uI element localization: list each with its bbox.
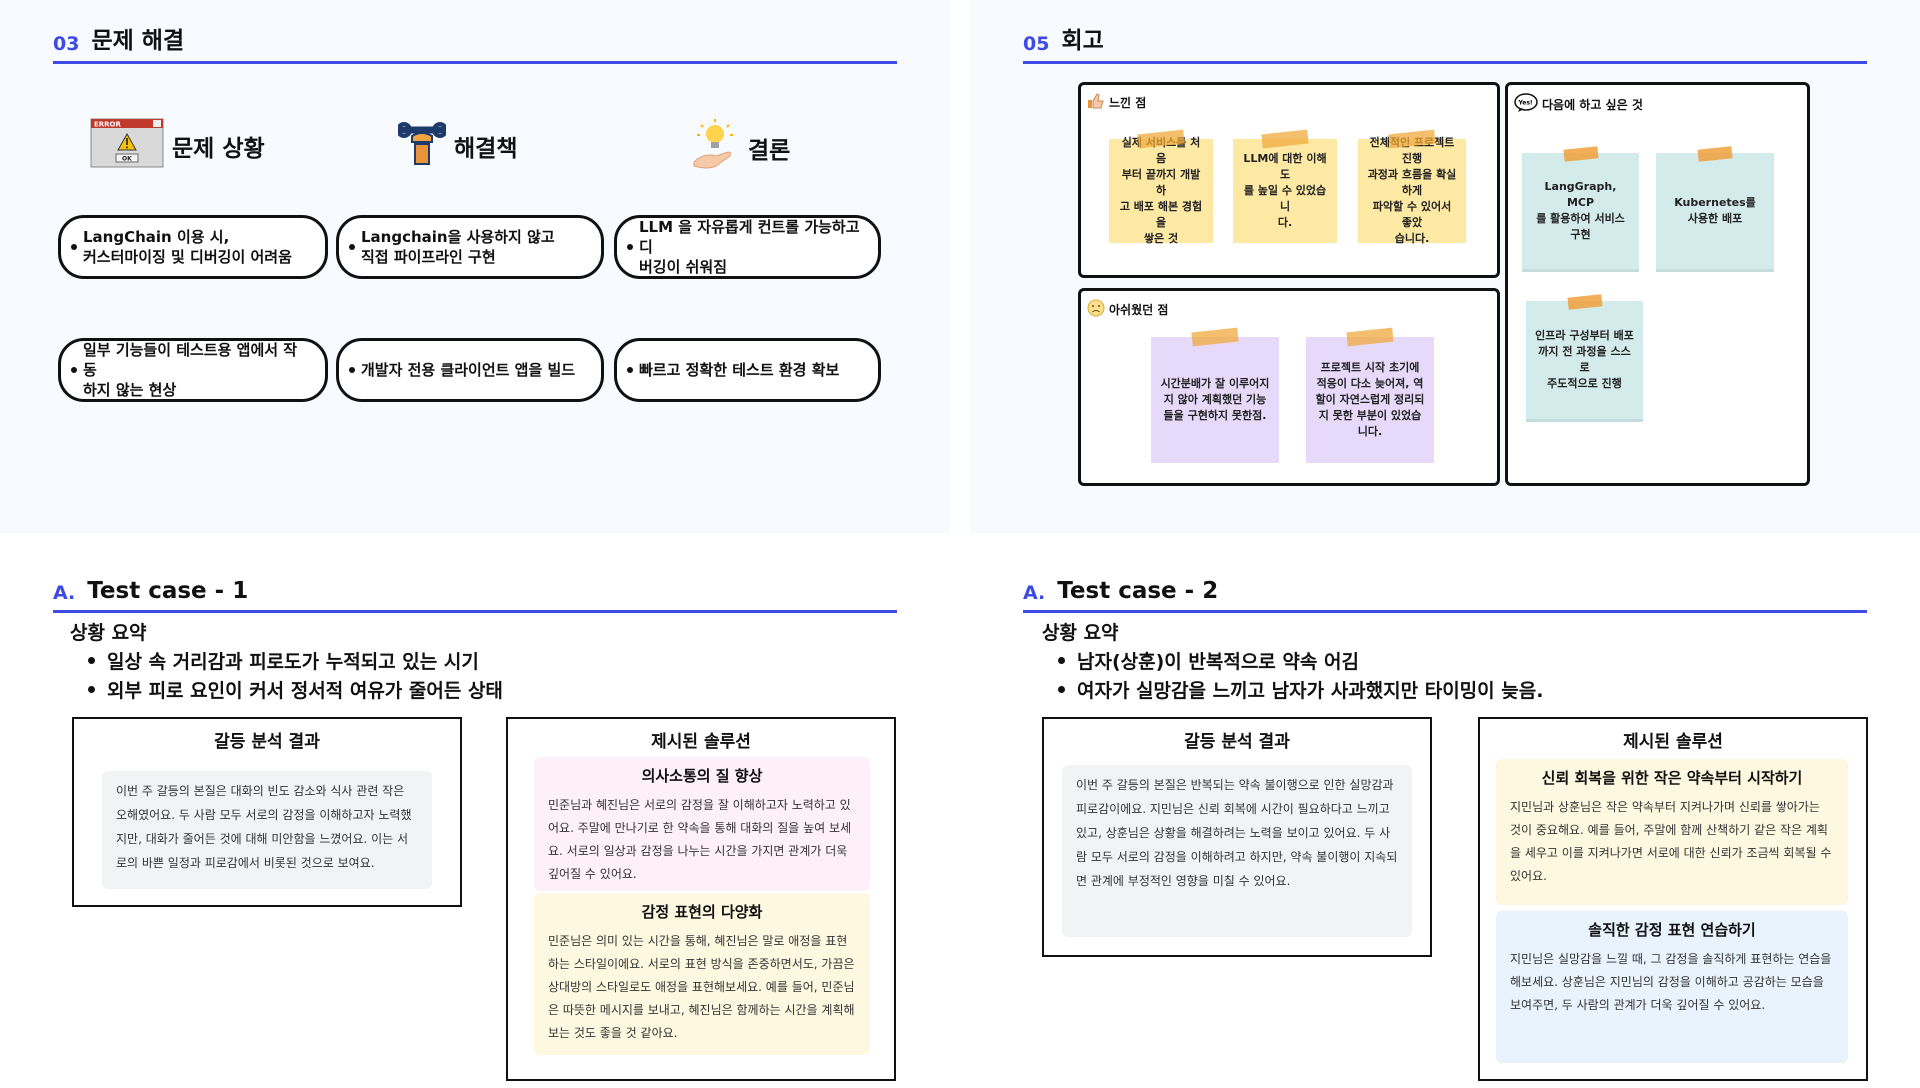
slide-test-case-2: A. Test case - 2 상황 요약 남자(상훈)이 반복적으로 약속 …: [970, 555, 1920, 1088]
solution-card-title: 신뢰 회복을 위한 작은 약속부터 시작하기: [1541, 769, 1803, 787]
summary-bullet: 외부 피로 요인이 커서 정서적 여유가 줄어든 상태: [88, 676, 503, 703]
slide-header: A. Test case - 2: [1023, 573, 1867, 613]
summary-heading: 상황 요약: [1042, 622, 1119, 644]
next-label: Yes! 다음에 하고 싶은 것: [1514, 93, 1643, 116]
analysis-panel: 갈등 분석 결과 이번 주 갈등의 본질은 반복되는 약속 불이행으로 인한 실…: [1042, 717, 1432, 957]
analysis-panel: 갈등 분석 결과 이번 주 갈등의 본질은 대화의 빈도 감소와 식사 관련 작…: [72, 717, 462, 907]
solution-card-text: 지민님과 상훈님은 작은 약속부터 지켜나가며 신뢰를 쌓아가는 것이 중요해요…: [1510, 800, 1832, 883]
slide-test-case-1: A. Test case - 1 상황 요약 일상 속 거리감과 피로도가 누적…: [0, 555, 950, 1088]
slide-header: 05 회고: [1023, 24, 1867, 64]
problem-item: LangChain 이용 시,커스터마이징 및 디버깅이 어려움: [58, 215, 328, 279]
summary-heading: 상황 요약: [70, 622, 147, 644]
column-label: 해결책: [454, 136, 518, 162]
slide-problem-solving: 03 문제 해결 ERROR OK 문제 상황: [0, 0, 950, 533]
wrench-hand-icon: [396, 118, 448, 174]
error-icon-text: ERROR: [94, 121, 122, 129]
speech-bubble-icon: Yes!: [1514, 93, 1538, 116]
summary-bullet: 남자(상훈)이 반복적으로 약속 어김: [1058, 647, 1359, 674]
analysis-text: 이번 주 갈등의 본질은 반복되는 약속 불이행으로 인한 실망감과 피로감이에…: [1062, 765, 1412, 937]
sad-face-icon: [1087, 299, 1105, 320]
solution-card-title: 솔직한 감정 표현 연습하기: [1588, 921, 1756, 939]
conclusion-item: 빠르고 정확한 테스트 환경 확보: [614, 338, 881, 402]
solution-title: 제시된 솔루션: [1623, 732, 1723, 752]
analysis-title: 갈등 분석 결과: [1184, 732, 1290, 752]
felt-label: 느낀 점: [1087, 93, 1146, 112]
solution-card: 솔직한 감정 표현 연습하기 지민님은 실망감을 느낄 때, 그 감정을 솔직하…: [1496, 911, 1848, 1063]
slide-header: 03 문제 해결: [53, 24, 897, 64]
slide-title: 문제 해결: [91, 28, 185, 54]
column-label: 결론: [748, 138, 791, 164]
solution-card-text: 민준님은 의미 있는 시간을 통해, 혜진님은 말로 애정을 표현하는 스타일이…: [548, 934, 855, 1040]
column-header-conclusion: 결론: [690, 118, 790, 178]
section-number: A.: [53, 582, 76, 604]
solution-card: 감정 표현의 다양화 민준님은 의미 있는 시간을 통해, 혜진님은 말로 애정…: [534, 893, 870, 1055]
solution-card-title: 의사소통의 질 향상: [641, 767, 763, 785]
solution-card-text: 민준님과 혜진님은 서로의 감정을 잘 이해하고자 노력하고 있어요. 주말에 …: [548, 798, 852, 881]
slide-header: A. Test case - 1: [53, 573, 897, 613]
lightbulb-hand-icon: [690, 118, 740, 178]
slide-title: Test case - 1: [87, 578, 249, 604]
error-icon-ok: OK: [122, 156, 132, 163]
solution-title: 제시된 솔루션: [651, 732, 751, 752]
column-header-solution: 해결책: [396, 118, 518, 174]
analysis-title: 갈등 분석 결과: [214, 732, 320, 752]
section-number: 05: [1023, 33, 1050, 55]
regret-label: 아쉬웠던 점: [1087, 299, 1168, 320]
solution-item: 개발자 전용 클라이언트 앱을 빌드: [336, 338, 604, 402]
solution-panel: 제시된 솔루션 신뢰 회복을 위한 작은 약속부터 시작하기 지민님과 상훈님은…: [1478, 717, 1868, 1081]
solution-card-text: 지민님은 실망감을 느낄 때, 그 감정을 솔직하게 표현하는 연습을 해보세요…: [1510, 952, 1832, 1012]
thumbs-up-icon: [1087, 93, 1105, 112]
error-dialog-icon: ERROR OK: [90, 118, 164, 174]
column-label: 문제 상황: [172, 136, 265, 162]
summary-bullet: 여자가 실망감을 느끼고 남자가 사과했지만 타이밍이 늦음.: [1058, 676, 1543, 703]
solution-panel: 제시된 솔루션 의사소통의 질 향상 민준님과 혜진님은 서로의 감정을 잘 이…: [506, 717, 896, 1081]
slide-title: 회고: [1061, 28, 1104, 54]
solution-card-title: 감정 표현의 다양화: [641, 903, 763, 921]
section-number: 03: [53, 33, 80, 55]
solution-card: 의사소통의 질 향상 민준님과 혜진님은 서로의 감정을 잘 이해하고자 노력하…: [534, 757, 870, 891]
slide-title: Test case - 2: [1057, 578, 1219, 604]
column-header-problem: ERROR OK 문제 상황: [90, 118, 265, 174]
solution-card: 신뢰 회복을 위한 작은 약속부터 시작하기 지민님과 상훈님은 작은 약속부터…: [1496, 759, 1848, 905]
section-number: A.: [1023, 582, 1046, 604]
analysis-text: 이번 주 갈등의 본질은 대화의 빈도 감소와 식사 관련 작은 오해였어요. …: [102, 771, 432, 889]
bubble-text: Yes!: [1518, 100, 1533, 107]
summary-bullet: 일상 속 거리감과 피로도가 누적되고 있는 시기: [88, 647, 479, 674]
